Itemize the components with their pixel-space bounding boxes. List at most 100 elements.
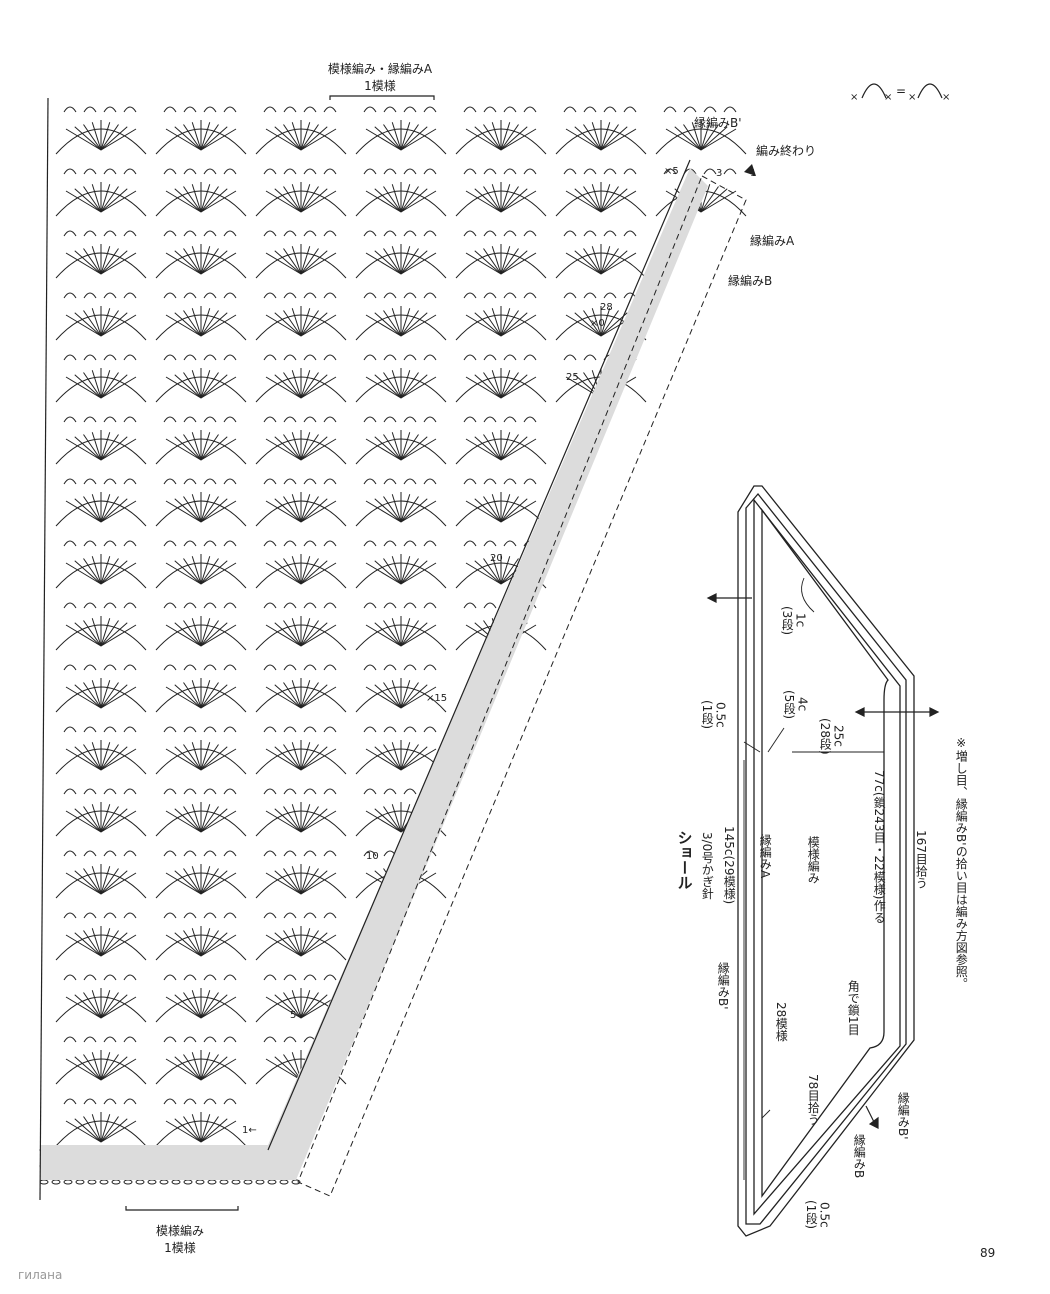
fan-spoke	[700, 122, 711, 151]
picot-loop	[663, 168, 677, 175]
fan-spoke	[200, 314, 237, 337]
chart-stitch-rows	[39, 106, 747, 1185]
picot-loop	[103, 292, 117, 299]
fan-spoke	[191, 122, 202, 151]
picot-loop	[323, 168, 337, 175]
fan-spoke	[100, 1058, 137, 1081]
picot-loop	[103, 602, 117, 609]
fan-spoke	[300, 872, 337, 895]
row-number-10: 10	[366, 851, 379, 862]
fan-spoke	[265, 996, 302, 1019]
fan-spoke	[183, 558, 202, 585]
picot-loop	[163, 850, 177, 857]
fan-spoke	[183, 434, 202, 461]
stitch-row	[55, 168, 747, 217]
picot-loop	[583, 168, 597, 175]
legend-cross-3: ×	[908, 92, 917, 103]
fan-spoke	[474, 436, 502, 461]
picot-loop	[323, 602, 337, 609]
fan-spoke	[491, 556, 502, 585]
fan-spoke	[583, 186, 602, 213]
fan-spoke	[300, 866, 311, 895]
fan-spoke	[200, 562, 237, 585]
fan-spoke	[400, 620, 419, 647]
picot-loop	[423, 292, 437, 299]
fan-spoke	[291, 556, 302, 585]
picot-loop	[223, 974, 237, 981]
picot-loop	[203, 726, 217, 733]
schematic-chain-start: 77c(鎖243目・22模様)作る	[872, 770, 887, 924]
picot-loop	[503, 292, 517, 299]
picot-loop	[503, 106, 517, 113]
fan-spoke	[200, 432, 211, 461]
picot-loop	[583, 292, 597, 299]
fan-spoke	[265, 872, 302, 895]
picot-loop	[163, 416, 177, 423]
picot-loop	[223, 106, 237, 113]
legend-cross-2: ×	[884, 92, 893, 103]
picot-loop	[63, 1098, 77, 1105]
picot-loop	[83, 230, 97, 237]
picot-loop	[263, 664, 277, 671]
picot-loop	[103, 540, 117, 547]
fan-spoke	[200, 1116, 219, 1143]
fan-spoke	[100, 1114, 111, 1143]
picot-loop	[323, 292, 337, 299]
picot-loop	[183, 912, 197, 919]
fan-spoke	[600, 246, 611, 275]
fan-spoke	[400, 434, 419, 461]
fan-spoke	[274, 684, 302, 709]
fan-spoke	[100, 686, 137, 709]
fan-spoke	[165, 562, 202, 585]
fan-spoke	[300, 562, 337, 585]
schematic-corner-chain: 角で鎖1目	[846, 980, 861, 1036]
fan-spoke	[500, 190, 537, 213]
fan-spoke	[291, 370, 302, 399]
fan-spoke	[283, 868, 302, 895]
stitch-row	[55, 416, 547, 465]
fan-spoke	[400, 190, 437, 213]
picot-loop	[263, 230, 277, 237]
fan-spoke	[374, 746, 402, 771]
fan-spoke	[165, 748, 202, 771]
fan-spoke	[500, 184, 511, 213]
fan-spoke	[365, 438, 402, 461]
picot-loop	[563, 168, 577, 175]
picot-loop	[103, 1098, 117, 1105]
fan-spoke	[74, 684, 102, 709]
fan-spoke	[200, 252, 237, 275]
picot-loop	[403, 106, 417, 113]
picot-loop	[523, 230, 537, 237]
picot-loop	[383, 106, 397, 113]
fan-spoke	[500, 496, 519, 523]
fan-spoke	[91, 308, 102, 337]
chain-stitch	[279, 1179, 289, 1185]
fan-spoke	[65, 624, 102, 647]
fan-spoke	[500, 128, 537, 151]
fan-spoke	[265, 562, 302, 585]
fan-spoke	[65, 934, 102, 957]
fan-spoke	[183, 868, 202, 895]
fan-spoke	[100, 248, 119, 275]
fan-spoke	[200, 498, 228, 523]
fan-spoke	[600, 188, 628, 213]
schematic-needle: 3/0号かぎ針	[700, 832, 715, 900]
picot-loop	[283, 168, 297, 175]
fan-spoke	[300, 496, 319, 523]
fan-spoke	[300, 928, 311, 957]
fan-spoke	[200, 558, 219, 585]
fan-spoke	[100, 744, 119, 771]
fan-spoke	[400, 686, 437, 709]
fan-spoke	[83, 992, 102, 1019]
picot-loop	[203, 168, 217, 175]
fan-spoke	[91, 122, 102, 151]
fan-spoke	[365, 562, 402, 585]
fan-spoke	[100, 1118, 128, 1143]
picot-loop	[63, 974, 77, 981]
fan-spoke	[400, 310, 419, 337]
fan-spoke	[83, 372, 102, 399]
fan-spoke	[100, 808, 128, 833]
fan-spoke	[200, 500, 237, 523]
picot-loop	[303, 478, 317, 485]
fan-spoke	[391, 370, 402, 399]
